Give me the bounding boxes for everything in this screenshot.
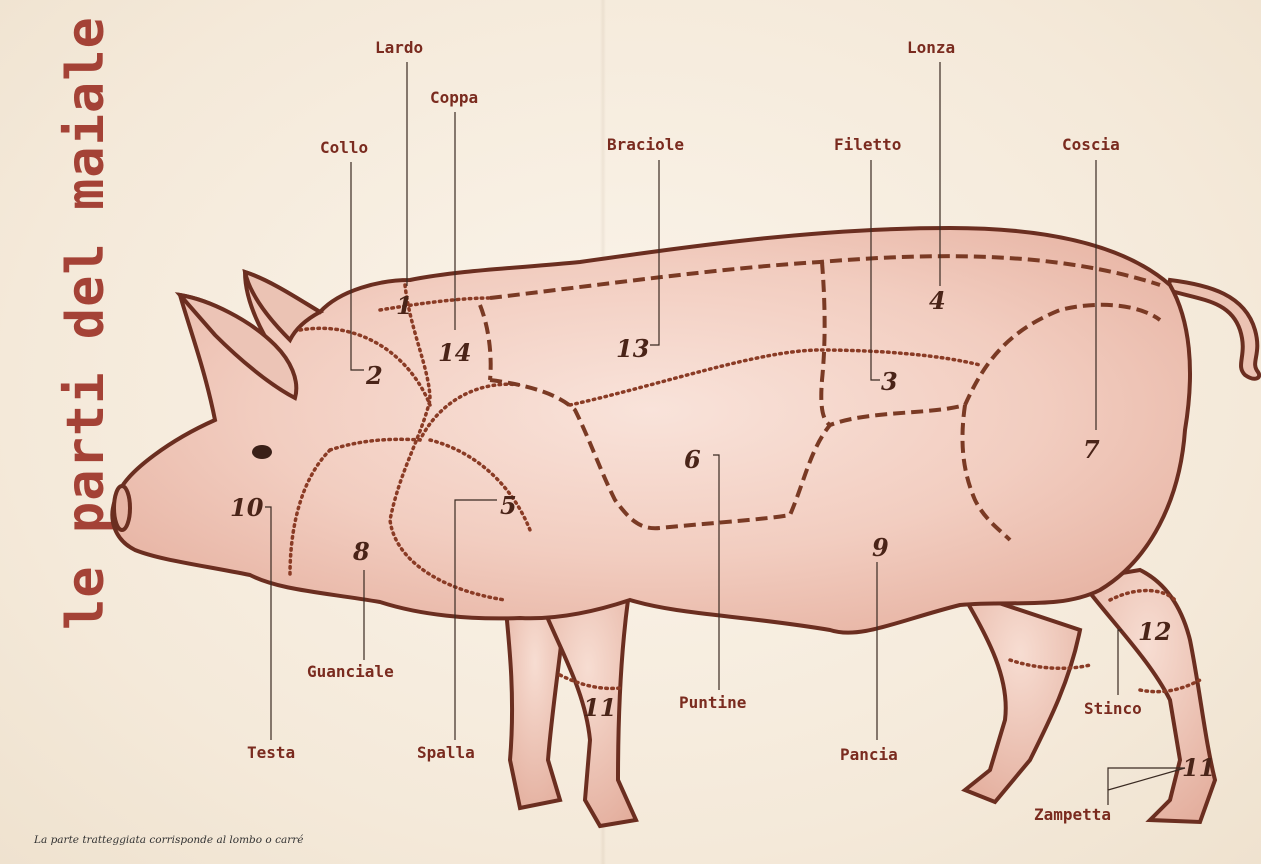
hind-leg-back — [960, 590, 1080, 802]
label-braciole: Braciole — [607, 135, 684, 154]
number-2: 2 — [365, 361, 383, 390]
number-9: 9 — [872, 533, 889, 562]
snout-icon — [114, 486, 130, 530]
label-pancia: Pancia — [840, 745, 898, 764]
label-guanciale: Guanciale — [307, 662, 394, 681]
label-stinco: Stinco — [1084, 699, 1142, 718]
label-spalla: Spalla — [417, 743, 475, 762]
label-coppa: Coppa — [430, 88, 478, 107]
label-lonza: Lonza — [907, 38, 955, 57]
number-6: 6 — [684, 445, 701, 474]
number-11-front: 11 — [583, 693, 616, 722]
number-11-hind: 11 — [1182, 753, 1215, 782]
footnote: La parte tratteggiata corrisponde al lom… — [34, 834, 303, 846]
eye-icon — [252, 445, 272, 459]
label-testa: Testa — [247, 743, 295, 762]
label-coscia: Coscia — [1062, 135, 1120, 154]
number-8: 8 — [352, 537, 370, 566]
label-zampetta: Zampetta — [1034, 805, 1111, 824]
number-7: 7 — [1083, 435, 1100, 464]
number-4: 4 — [929, 286, 946, 315]
label-filetto: Filetto — [834, 135, 901, 154]
number-10: 10 — [230, 493, 264, 522]
hind-leg-front — [1080, 570, 1215, 822]
number-5: 5 — [500, 491, 517, 520]
number-3: 3 — [881, 367, 898, 396]
number-1: 1 — [396, 291, 413, 320]
number-13: 13 — [616, 334, 649, 363]
label-puntine: Puntine — [679, 693, 746, 712]
label-lardo: Lardo — [375, 38, 423, 57]
label-collo: Collo — [320, 138, 368, 157]
number-12: 12 — [1138, 617, 1171, 646]
number-14: 14 — [438, 338, 471, 367]
